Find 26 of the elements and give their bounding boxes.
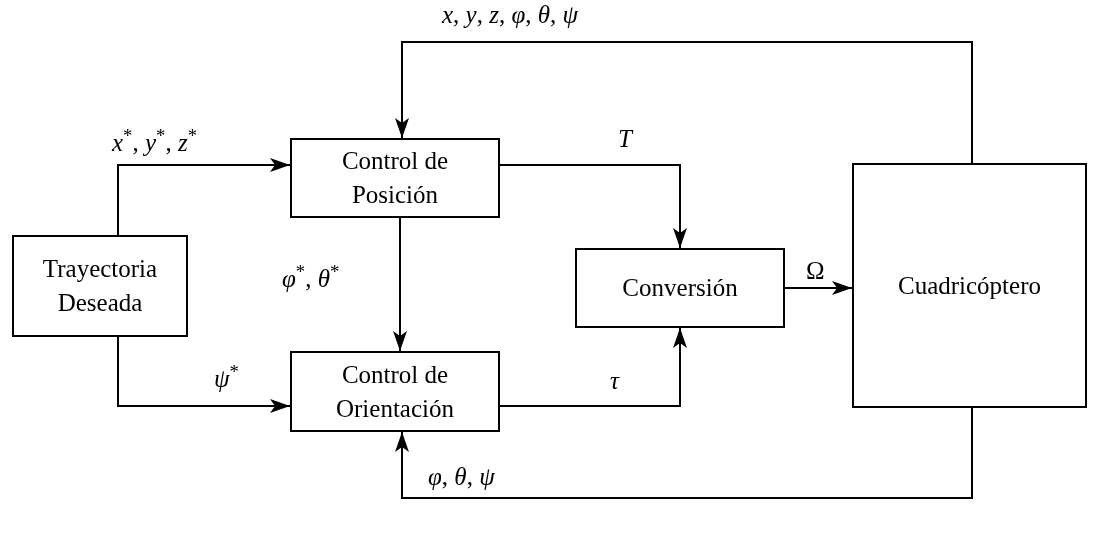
arrow bbox=[395, 407, 973, 499]
edge-label: τ bbox=[610, 366, 619, 396]
edge-label: φ$^{*}$, θ$^{*}$ bbox=[282, 262, 340, 294]
edge-label: x, y, z, φ, θ, ψ bbox=[442, 0, 579, 30]
edge-label: x$^{*}$, y$^{*}$, z$^{*}$ bbox=[112, 126, 198, 158]
arrow bbox=[117, 336, 291, 413]
arrow bbox=[499, 327, 687, 407]
process-box bbox=[852, 163, 1087, 408]
edge-label: φ, θ, ψ bbox=[428, 462, 495, 492]
arrow bbox=[393, 217, 407, 352]
process-box bbox=[290, 138, 500, 218]
process-box bbox=[290, 351, 500, 432]
edge-label: T bbox=[618, 124, 632, 154]
process-box bbox=[575, 248, 785, 328]
arrow bbox=[784, 281, 853, 295]
box-label: Control de Orientación bbox=[335, 359, 455, 424]
process-box bbox=[12, 235, 188, 337]
edge-label: Ω bbox=[806, 256, 825, 286]
box-label: Control de Posición bbox=[340, 146, 450, 210]
arrow bbox=[499, 164, 687, 249]
box-label: Cuadricóptero bbox=[897, 270, 1042, 301]
box-label: Conversión bbox=[621, 273, 739, 303]
box-label: Trayectoria Deseada bbox=[41, 254, 159, 318]
arrow bbox=[117, 158, 291, 236]
edge-label: ψ$^{*}$ bbox=[214, 362, 239, 394]
arrow bbox=[395, 41, 973, 164]
